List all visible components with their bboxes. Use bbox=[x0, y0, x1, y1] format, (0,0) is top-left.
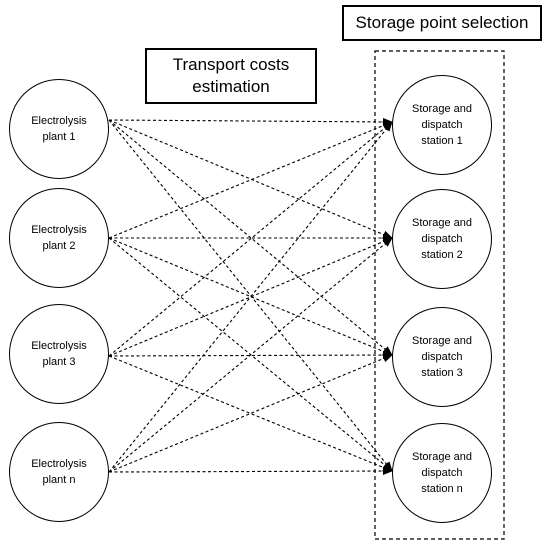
storage-station-3-node: Storage and dispatch station 3 bbox=[392, 307, 492, 407]
electrolysis-plant-n-label: Electrolysis plant n bbox=[31, 458, 87, 486]
arrow-plant-4-to-station-3 bbox=[108, 354, 393, 473]
electrolysis-plant-3-label: Electrolysis plant 3 bbox=[31, 340, 87, 368]
electrolysis-plant-1-node: Electrolysis plant 1 bbox=[9, 79, 109, 179]
arrow-group bbox=[108, 117, 393, 476]
arrow-plant-2-to-station-3 bbox=[108, 237, 393, 356]
arrow-plant-2-to-station-1 bbox=[108, 121, 393, 239]
arrow-plant-4-to-station-2 bbox=[108, 237, 393, 473]
storage-selection-title-text: Storage point selection bbox=[355, 13, 529, 32]
storage-station-3-label: Storage and dispatch station 3 bbox=[412, 335, 472, 379]
storage-selection-boundary bbox=[374, 50, 505, 540]
arrow-plant-1-to-station-3 bbox=[108, 119, 393, 356]
storage-station-1-label: Storage and dispatch station 1 bbox=[412, 103, 472, 147]
storage-station-n-node: Storage and dispatch station n bbox=[392, 423, 492, 523]
arrow-plant-3-to-station-4 bbox=[108, 355, 393, 472]
electrolysis-plant-n-node: Electrolysis plant n bbox=[9, 422, 109, 522]
arrow-plant-3-to-station-2 bbox=[108, 237, 393, 357]
transport-costs-title-text: Transport costs estimation bbox=[172, 55, 290, 96]
arrow-plant-1-to-station-1 bbox=[108, 117, 393, 126]
electrolysis-plant-2-label: Electrolysis plant 2 bbox=[31, 224, 87, 252]
arrow-plant-1-to-station-4 bbox=[108, 119, 393, 472]
storage-station-n-label: Storage and dispatch station n bbox=[412, 451, 472, 495]
storage-selection-title: Storage point selection bbox=[342, 5, 542, 41]
arrow-plant-1-to-station-2 bbox=[108, 119, 393, 239]
storage-station-2-node: Storage and dispatch station 2 bbox=[392, 189, 492, 289]
arrow-plant-3-to-station-1 bbox=[108, 121, 393, 357]
transport-costs-title: Transport costs estimation bbox=[145, 48, 317, 104]
arrow-plant-4-to-station-1 bbox=[108, 121, 393, 473]
arrow-plant-4-to-station-4 bbox=[108, 467, 393, 476]
storage-station-1-node: Storage and dispatch station 1 bbox=[392, 75, 492, 175]
storage-station-2-label: Storage and dispatch station 2 bbox=[412, 217, 472, 261]
electrolysis-plant-3-node: Electrolysis plant 3 bbox=[9, 304, 109, 404]
electrolysis-plant-1-label: Electrolysis plant 1 bbox=[31, 115, 87, 143]
electrolysis-plant-2-node: Electrolysis plant 2 bbox=[9, 188, 109, 288]
